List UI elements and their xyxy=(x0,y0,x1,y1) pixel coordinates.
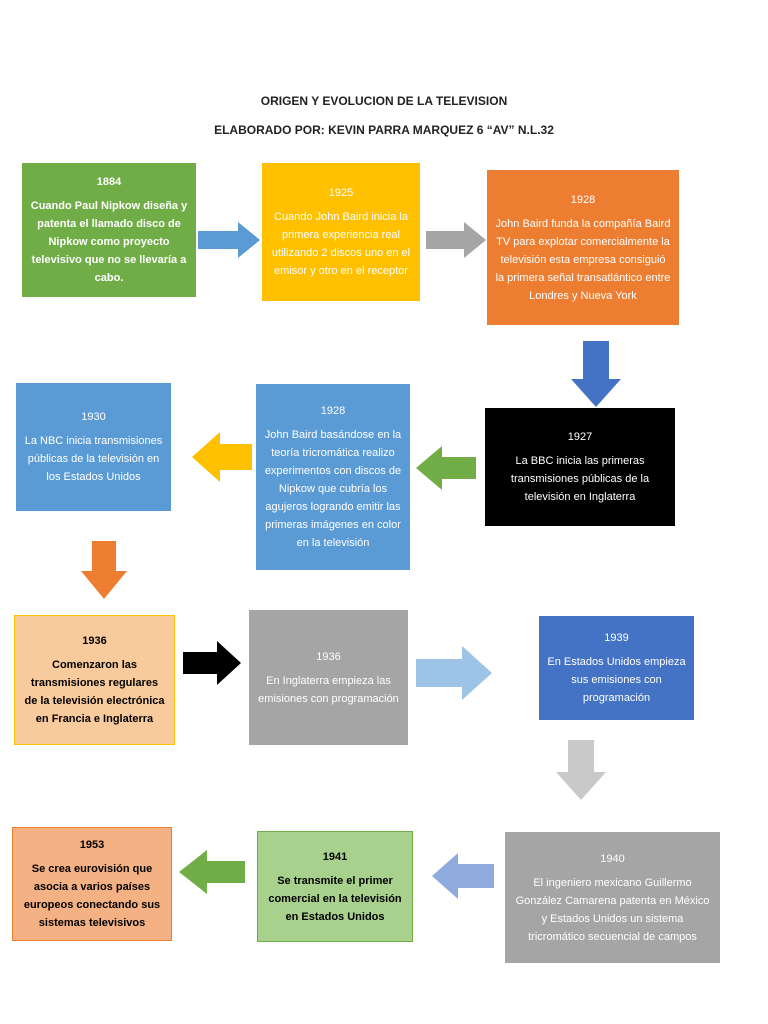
timeline-box-1940: 1940 El ingeniero mexicano Guillermo Gon… xyxy=(505,832,720,963)
timeline-box-1936-regular: 1936 Comenzaron las transmisiones regula… xyxy=(14,615,175,745)
timeline-box-1925: 1925 Cuando John Baird inicia la primera… xyxy=(262,163,420,301)
arrow-left-icon xyxy=(432,853,494,899)
arrow-left-icon xyxy=(192,432,252,482)
year-label: 1941 xyxy=(322,850,348,863)
event-text: La BBC inicia las primeras transmisiones… xyxy=(510,455,650,503)
arrow-left-icon xyxy=(416,446,476,490)
arrow-down-icon xyxy=(556,740,606,800)
event-text: Cuando John Baird inicia la primera expe… xyxy=(271,211,411,277)
event-text: En Inglaterra empieza las emisiones con … xyxy=(258,674,399,705)
timeline-box-1884: 1884 Cuando Paul Nipkow diseña y patenta… xyxy=(22,163,196,297)
timeline-box-1941: 1941 Se transmite el primer comercial en… xyxy=(257,831,413,942)
event-text: John Baird basándose en la teoría tricro… xyxy=(264,429,402,549)
year-label: 1928 xyxy=(570,193,596,206)
arrow-down-icon xyxy=(81,541,127,599)
event-text: El ingeniero mexicano Guillermo González… xyxy=(515,876,710,943)
event-text: Se crea eurovisión que asocia a varios p… xyxy=(23,863,161,929)
year-label: 1927 xyxy=(567,431,593,443)
timeline-box-1930: 1930 La NBC inicia transmisiones pública… xyxy=(16,383,171,511)
page-title: ORIGEN Y EVOLUCION DE LA TELEVISION xyxy=(260,94,508,108)
event-text: La NBC inicia transmisiones públicas de … xyxy=(24,435,163,483)
year-label: 1925 xyxy=(328,187,354,199)
year-label: 1936 xyxy=(82,635,107,647)
arrow-right-icon xyxy=(426,222,486,258)
year-label: 1884 xyxy=(96,176,122,188)
timeline-box-1936-programacion: 1936 En Inglaterra empieza las emisiones… xyxy=(249,610,408,745)
timeline-box-1953: 1953 Se crea eurovisión que asocia a var… xyxy=(12,827,172,941)
timeline-box-1928-baird-tv: 1928 John Baird funda la compañía Baird … xyxy=(487,170,679,325)
year-label: 1953 xyxy=(79,839,105,851)
event-text: Cuando Paul Nipkow diseña y patenta el l… xyxy=(30,200,188,284)
arrow-right-icon xyxy=(183,641,241,685)
year-label: 1940 xyxy=(600,852,625,865)
arrow-right-icon xyxy=(416,646,492,700)
event-text: En Estados Unidos empieza sus emisiones … xyxy=(547,656,686,704)
timeline-box-1927: 1927 La BBC inicia las primeras transmis… xyxy=(485,408,675,526)
year-label: 1930 xyxy=(81,411,106,423)
timeline-box-1939: 1939 En Estados Unidos empieza sus emisi… xyxy=(539,616,694,720)
event-text: Se transmite el primer comercial en la t… xyxy=(268,874,402,923)
event-text: Comenzaron las transmisiones regulares d… xyxy=(24,659,165,725)
year-label: 1936 xyxy=(316,650,341,663)
author-line: ELABORADO POR: KEVIN PARRA MARQUEZ 6 “AV… xyxy=(214,123,554,137)
event-text: John Baird funda la compañía Baird TV pa… xyxy=(495,217,671,302)
arrow-down-icon xyxy=(571,341,621,407)
timeline-box-1928-color: 1928 John Baird basándose en la teoría t… xyxy=(256,384,410,570)
arrow-left-icon xyxy=(179,850,245,894)
arrow-right-icon xyxy=(198,222,260,258)
year-label: 1939 xyxy=(604,632,629,644)
year-label: 1928 xyxy=(320,405,346,417)
